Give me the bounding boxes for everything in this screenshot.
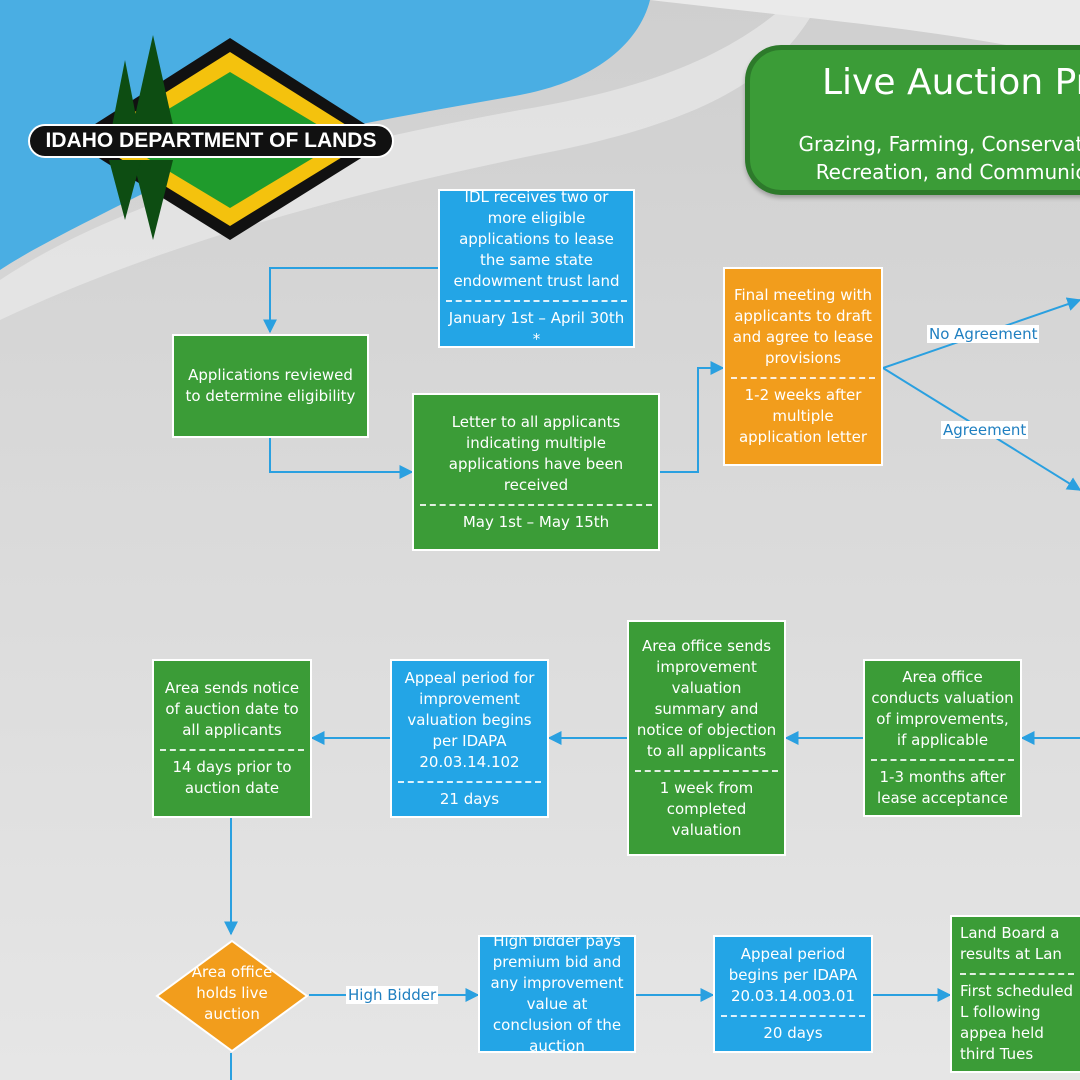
title-banner: Live Auction Pr Grazing, Farming, Conser… xyxy=(745,45,1080,195)
step-appeal-improvement: Appeal period for improvement valuation … xyxy=(390,659,549,818)
step-timing: 1-2 weeks after multiple application let… xyxy=(738,386,868,446)
step-holds-auction: Area office holds live auction xyxy=(191,963,273,1023)
step-text: Applications reviewed to determine eligi… xyxy=(185,366,356,405)
step-timing: 1-3 months after lease acceptance xyxy=(877,768,1008,807)
step-high-bidder-pays: High bidder pays premium bid and any imp… xyxy=(478,935,636,1053)
step-timing: 21 days xyxy=(439,789,500,808)
step-text: IDL receives two or more eligible applic… xyxy=(453,189,620,290)
divider xyxy=(721,1015,865,1017)
label-agreement: Agreement xyxy=(941,421,1029,439)
step-idl-receives: IDL receives two or more eligible applic… xyxy=(438,189,635,348)
page-subtitle: Grazing, Farming, Conservation, N Recrea… xyxy=(760,130,1080,186)
step-timing: 20 days xyxy=(763,1024,823,1042)
step-timing: 14 days prior to auction date xyxy=(172,758,292,797)
step-appeal-period: Appeal period begins per IDAPA 20.03.14.… xyxy=(713,935,873,1053)
step-letter-to-applicants: Letter to all applicants indicating mult… xyxy=(412,393,660,551)
step-text: Area office conducts valuation of improv… xyxy=(871,668,1014,749)
step-text: Land Board a results at Lan xyxy=(960,924,1062,963)
step-text: Appeal period for improvement valuation … xyxy=(404,668,535,771)
subtitle-line-1: Grazing, Farming, Conservation, N xyxy=(798,132,1080,156)
step-text: Appeal period begins per IDAPA 20.03.14.… xyxy=(728,945,858,1005)
step-text: Area sends notice of auction date to all… xyxy=(164,679,300,739)
divider xyxy=(960,973,1074,975)
divider xyxy=(160,749,304,751)
divider xyxy=(420,503,652,506)
divider xyxy=(635,769,778,772)
step-timing: January 1st – April 30th * xyxy=(448,309,625,348)
divider xyxy=(871,759,1014,761)
step-timing: First scheduled L following appea held t… xyxy=(960,982,1074,1063)
step-notice-auction: Area sends notice of auction date to all… xyxy=(152,659,312,818)
step-text: Final meeting with applicants to draft a… xyxy=(732,286,874,367)
step-text: High bidder pays premium bid and any imp… xyxy=(490,935,624,1053)
step-land-board: Land Board a results at Lan First schedu… xyxy=(950,915,1080,1073)
step-valuation: Area office conducts valuation of improv… xyxy=(863,659,1022,817)
step-final-meeting: Final meeting with applicants to draft a… xyxy=(723,267,883,466)
step-timing: 1 week from completed valuation xyxy=(659,778,754,839)
divider xyxy=(731,377,875,379)
step-timing: May 1st – May 15th xyxy=(462,512,610,531)
subtitle-line-2: Recreation, and Communicatio xyxy=(815,160,1080,184)
step-text: Area office sends improvement valuation … xyxy=(636,636,777,760)
divider xyxy=(398,780,541,783)
logo-text: IDAHO DEPARTMENT OF LANDS xyxy=(28,124,394,158)
step-applications-reviewed: Applications reviewed to determine eligi… xyxy=(172,334,369,438)
divider xyxy=(446,300,627,302)
page-title: Live Auction Pr xyxy=(822,62,1080,103)
step-valuation-summary: Area office sends improvement valuation … xyxy=(627,620,786,856)
step-holds-auction-diamond xyxy=(155,939,309,1053)
label-no-agreement: No Agreement xyxy=(927,325,1040,343)
label-high-bidder: High Bidder xyxy=(346,986,439,1004)
step-text: Letter to all applicants indicating mult… xyxy=(448,412,624,494)
